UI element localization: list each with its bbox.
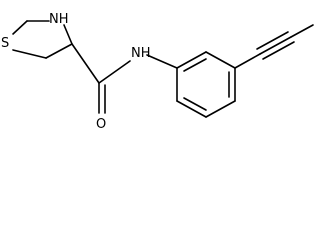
- bond-alkyne-triple-2: [256, 31, 289, 50]
- bond-ring-c1-c2: [176, 51, 207, 69]
- atom-label-ring-nitrogen: NH: [49, 12, 69, 27]
- atom-label-carbonyl-oxygen: O: [96, 117, 106, 132]
- bond-ring-c4-c5: [205, 100, 236, 118]
- bond-c4-carbonyl: [71, 43, 100, 84]
- structure-canvas: S NH NH O: [1, 12, 314, 132]
- bond-aromatic-inner-3: [183, 97, 207, 111]
- atom-label-sulfur: S: [1, 36, 9, 51]
- bond-alkyne-terminal: [290, 24, 314, 38]
- bond-alkyne-triple-1: [259, 36, 292, 55]
- atom-label-amide-nitrogen: NH: [131, 46, 151, 61]
- bond-c4-c5: [45, 43, 73, 59]
- bond-aromatic-inner-1: [183, 58, 207, 72]
- bond-n3-c4: [63, 24, 73, 45]
- bond-s-c2: [12, 20, 28, 35]
- bond-ring-alkyne: [234, 53, 261, 69]
- bond-alkyne-triple-3: [262, 41, 295, 60]
- bond-c5-s: [12, 49, 47, 59]
- bond-ring-c5-c6: [176, 100, 207, 118]
- bond-amide-n-aryl: [146, 54, 178, 69]
- bond-carbonyl-amide-n: [98, 60, 131, 84]
- bond-ring-c2-c3: [205, 51, 236, 69]
